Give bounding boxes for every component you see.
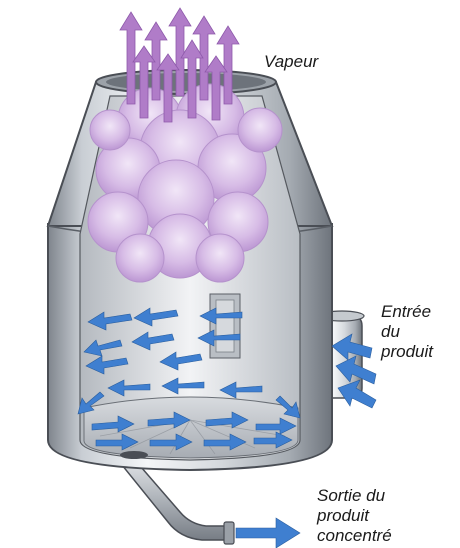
label-sortie-line-3: concentré	[317, 526, 392, 546]
label-vapeur-text: Vapeur	[264, 52, 318, 72]
label-entree-line-2: du	[381, 322, 433, 342]
label-entree-line-3: produit	[381, 342, 433, 362]
label-entree-produit: Entrée du produit	[381, 302, 433, 362]
label-entree-line-1: Entrée	[381, 302, 433, 322]
label-sortie-produit: Sortie du produit concentré	[317, 486, 392, 546]
label-sortie-line-1: Sortie du	[317, 486, 392, 506]
label-vapeur: Vapeur	[264, 52, 318, 72]
label-sortie-line-2: produit	[317, 506, 392, 526]
outlet-arrow	[236, 518, 300, 548]
